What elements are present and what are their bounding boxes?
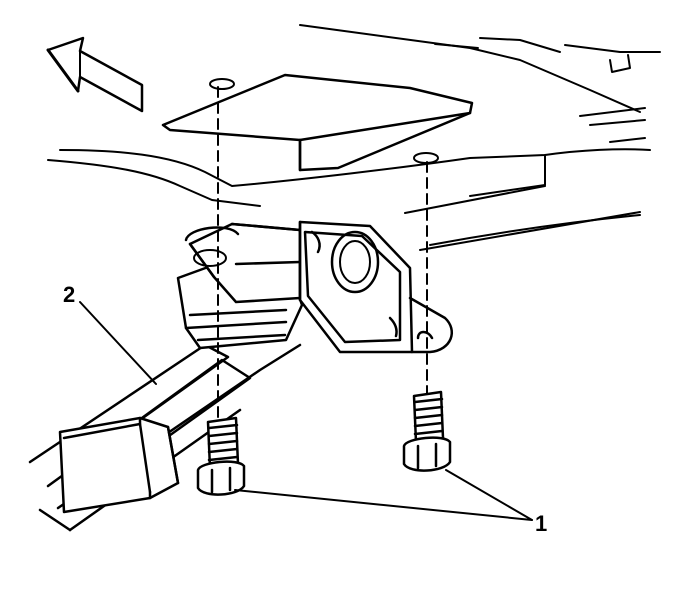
- bolt-right: [402, 390, 452, 472]
- callout-crossmember: 2: [63, 282, 76, 307]
- bolt-left: [196, 416, 246, 496]
- forward-arrow-icon: [46, 36, 144, 113]
- floor-pad: [161, 73, 474, 172]
- underbody-floor-panel: [47, 24, 661, 251]
- callout-bolts: 1: [535, 511, 548, 536]
- leader-lines: [79, 301, 533, 521]
- alignment-targets: [209, 78, 439, 164]
- alignment-lines: [217, 86, 428, 419]
- hanger-mount-bracket: [184, 220, 454, 354]
- crossmember-end-bracket: [58, 416, 180, 514]
